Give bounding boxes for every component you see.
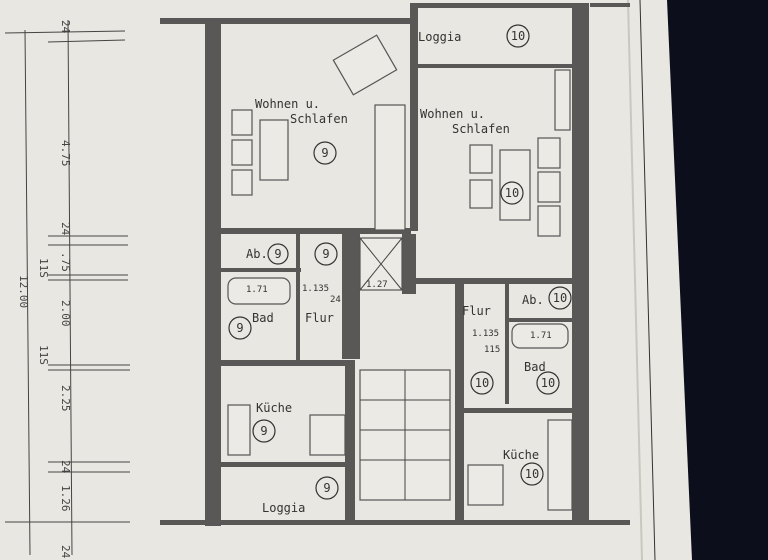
unit10-loggia-label: Loggia	[418, 30, 461, 44]
unit10-kitchen-number: 10	[525, 467, 539, 481]
unit10-wall-dim: 115	[484, 345, 500, 355]
unit9-kitchen-number: 9	[260, 424, 267, 438]
dimension-chain	[4, 19, 130, 556]
unit10-hall-number: 10	[475, 376, 489, 390]
unit10-loggia-marker	[506, 24, 530, 48]
unit10-storage-label: Ab.	[522, 293, 544, 307]
unit10-kitchen-marker	[520, 462, 544, 486]
dim-4-75: 4.75	[59, 140, 72, 167]
unit9-hall-width: 1.135	[302, 284, 329, 294]
dim-24-mid: 24	[59, 222, 72, 236]
unit9-living-label-2: Schlafen	[290, 112, 348, 126]
unit9-storage-label: Ab.	[246, 247, 268, 261]
unit9-tub-dim: 1.71	[246, 285, 268, 295]
unit9-hall-label: Flur	[305, 311, 334, 325]
unit10-bath-number: 10	[541, 376, 555, 390]
unit10-storage-marker	[548, 286, 572, 310]
unit10-storage-number: 10	[553, 291, 567, 305]
dim-24-low: 24	[59, 460, 72, 474]
dim-2-00: 2.00	[59, 300, 72, 327]
unit10-hall-width: 1.135	[472, 329, 499, 339]
unit9-loggia-label: Loggia	[262, 501, 305, 515]
unit10-hall-marker	[470, 371, 494, 395]
dim-12-00: 12.00	[17, 275, 30, 308]
unit9-wall-dim: 24	[330, 295, 341, 305]
dim-24-bottom: 24	[59, 545, 72, 559]
unit10-living-marker	[500, 181, 524, 205]
unit10-living-label-2: Schlafen	[452, 122, 510, 136]
unit9-loggia-marker	[315, 476, 339, 500]
dim-75: .75	[59, 252, 72, 272]
dim-1-26: 1.26	[59, 485, 72, 512]
dim-wall-11s-2: 11S	[37, 345, 50, 365]
dim-24-top: 24	[59, 20, 72, 34]
unit10-bath-marker	[536, 371, 560, 395]
unit9-loggia-number: 9	[323, 481, 330, 495]
unit9-marker	[313, 141, 337, 165]
unit9-hall-marker	[314, 242, 338, 266]
unit9-bath-label: Bad	[252, 311, 274, 325]
unit10-hall-label: Flur	[462, 304, 491, 318]
walls	[160, 3, 630, 526]
unit9-storage-number: 9	[274, 247, 281, 261]
unit9-bath-marker	[228, 316, 252, 340]
paper-fold-line	[639, 0, 656, 560]
unit10-tub-dim: 1.71	[530, 331, 552, 341]
unit10-living-number: 10	[505, 186, 519, 200]
unit10-kitchen-label: Küche	[503, 448, 539, 462]
unit9-living-number: 9	[321, 146, 328, 160]
unit9-kitchen-label: Küche	[256, 401, 292, 415]
paper-fold	[627, 0, 643, 560]
unit10-living-label-1: Wohnen u.	[420, 107, 485, 121]
unit9-storage-marker	[267, 243, 289, 265]
unit9-hall-number: 9	[322, 247, 329, 261]
unit10-loggia-number: 10	[511, 29, 525, 43]
dim-wall-11s-1: 11S	[37, 258, 50, 278]
dark-background	[667, 0, 768, 560]
dim-2-25: 2.25	[59, 385, 72, 412]
unit9-bath-number: 9	[236, 321, 243, 335]
unit9-kitchen-marker	[252, 419, 276, 443]
furniture	[227, 34, 573, 511]
unit9-living-label-1: Wohnen u.	[255, 97, 320, 111]
unit10-bath-label: Bad	[524, 360, 546, 374]
shaft-dim: 1.27	[366, 280, 388, 290]
